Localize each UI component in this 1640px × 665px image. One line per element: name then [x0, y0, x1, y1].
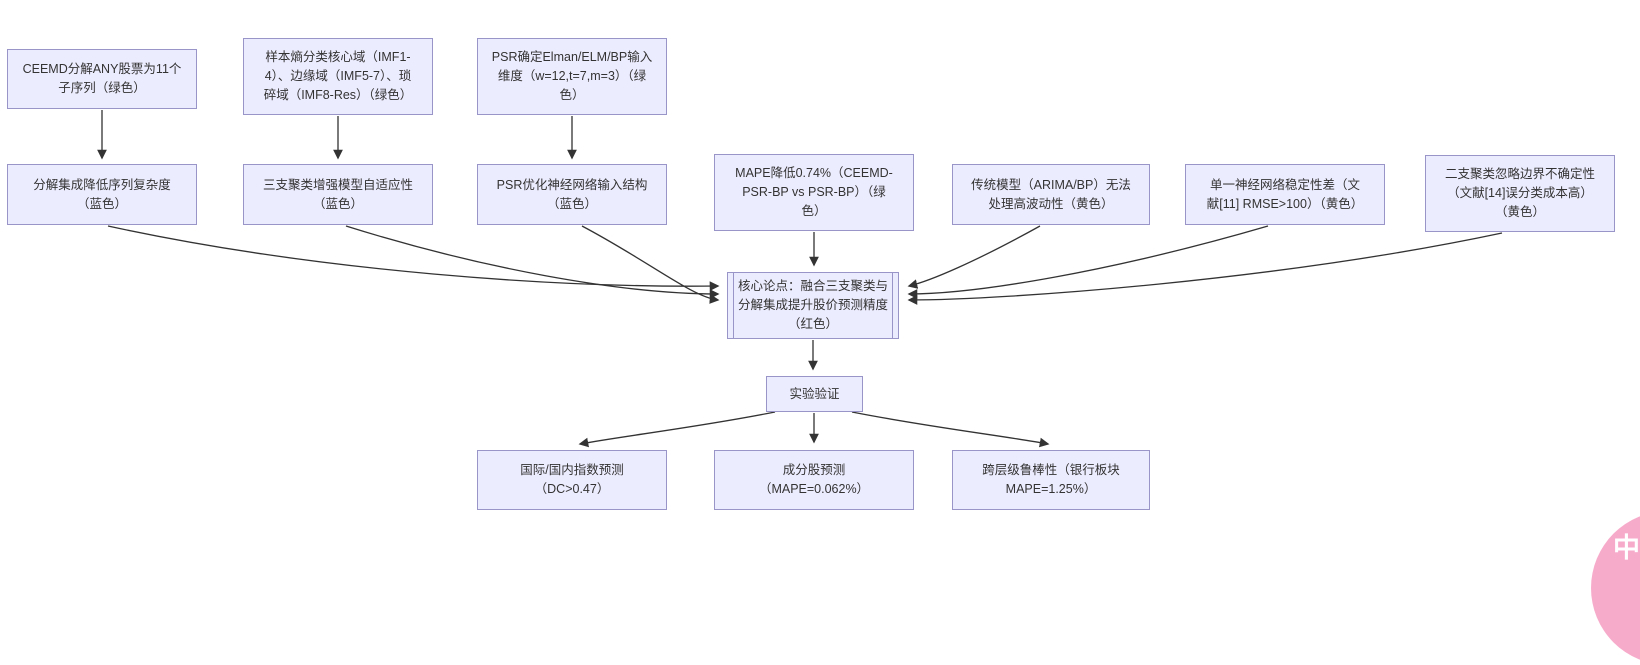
node-index-prediction: 国际/国内指数预测 （DC>0.47）: [477, 450, 667, 510]
node-text: CEEMD分解ANY股票为11个 子序列（绿色）: [22, 62, 182, 95]
node-text: PSR确定Elman/ELM/BP输入 维度（w=12,t=7,m=3）（绿 色…: [491, 50, 653, 102]
node-text: 分解集成降低序列复杂度 （蓝色）: [33, 177, 171, 211]
node-ceemd-decompose: CEEMD分解ANY股票为11个 子序列（绿色）: [7, 49, 197, 109]
edge-experiment-to-robust: [851, 411, 1050, 448]
node-decomposition-complexity: 分解集成降低序列复杂度 （蓝色）: [7, 164, 197, 225]
edge-threeway-to-core: [345, 225, 720, 299]
node-text: 国际/国内指数预测 （DC>0.47）: [520, 463, 624, 496]
node-text: 二支聚类忽略边界不确定性 （文献[14]误分类成本高） （黄色）: [1444, 167, 1595, 219]
node-three-way-clustering: 三支聚类增强模型自适应性 （蓝色）: [243, 164, 433, 225]
node-traditional-model-limit: 传统模型（ARIMA/BP）无法 处理高波动性（黄色）: [952, 164, 1150, 225]
node-psr-structure: PSR优化神经网络输入结构 （蓝色）: [477, 164, 667, 225]
node-text: 核心论点：融合三支聚类与 分解集成提升股价预测精度 （红色）: [737, 279, 888, 331]
node-two-way-clustering-limit: 二支聚类忽略边界不确定性 （文献[14]误分类成本高） （黄色）: [1425, 155, 1615, 232]
node-core-thesis: 核心论点：融合三支聚类与 分解集成提升股价预测精度 （红色）: [727, 272, 899, 339]
node-constituent-prediction: 成分股预测 （MAPE=0.062%）: [714, 450, 914, 510]
node-text: 成分股预测 （MAPE=0.062%）: [758, 463, 870, 496]
node-text: 三支聚类增强模型自适应性 （蓝色）: [262, 177, 413, 211]
node-sample-entropy: 样本熵分类核心域（IMF1- 4）、边缘域（IMF5-7）、琐 碎域（IMF8-…: [243, 38, 433, 115]
node-experiment-validation: 实验验证: [766, 376, 863, 412]
flowchart-canvas: CEEMD分解ANY股票为11个 子序列（绿色） 样本熵分类核心域（IMF1- …: [7, 38, 1640, 665]
node-psr-input-dimension: PSR确定Elman/ELM/BP输入 维度（w=12,t=7,m=3）（绿 色…: [477, 38, 667, 115]
node-text: 传统模型（ARIMA/BP）无法 处理高波动性（黄色）: [971, 177, 1131, 211]
edge-psrstruct-to-core: [581, 225, 720, 304]
node-single-nn-instability: 单一神经网络稳定性差（文 献[11] RMSE>100）（黄色）: [1185, 164, 1385, 225]
edge-decomp-to-core: [107, 225, 720, 291]
node-text: MAPE降低0.74%（CEEMD- PSR-BP vs PSR-BP）（绿 色…: [735, 166, 893, 218]
node-mape-improvement: MAPE降低0.74%（CEEMD- PSR-BP vs PSR-BP）（绿 色…: [714, 154, 914, 231]
translate-badge-label: 中A: [1613, 533, 1640, 563]
edge-singlenn-to-core: [907, 225, 1269, 299]
edge-twoway-to-core: [907, 232, 1503, 305]
edge-experiment-to-index: [578, 411, 776, 448]
node-text: 实验验证: [789, 386, 840, 401]
node-text: PSR优化神经网络输入结构 （蓝色）: [496, 177, 648, 211]
node-cross-level-robustness: 跨层级鲁棒性（银行板块 MAPE=1.25%）: [952, 450, 1150, 510]
node-text: 单一神经网络稳定性差（文 献[11] RMSE>100）（黄色）: [1206, 177, 1364, 211]
translate-badge[interactable]: 中A: [1591, 511, 1640, 665]
edge-tradition-to-core: [907, 225, 1041, 289]
node-text: 样本熵分类核心域（IMF1- 4）、边缘域（IMF5-7）、琐 碎域（IMF8-…: [263, 50, 413, 102]
node-text: 跨层级鲁棒性（银行板块 MAPE=1.25%）: [982, 463, 1120, 496]
